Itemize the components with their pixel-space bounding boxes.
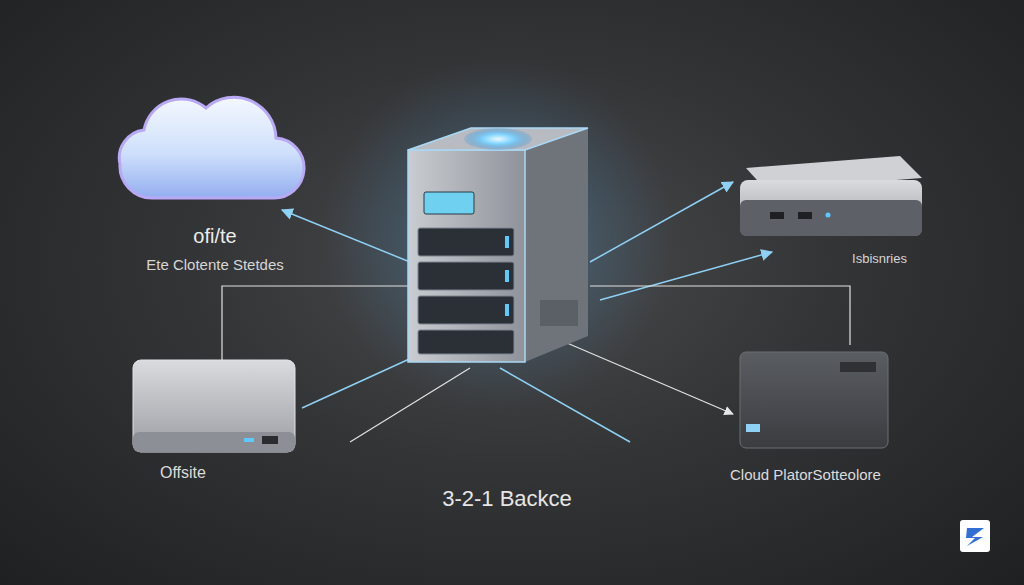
drive-edge [133,432,295,452]
device-node: Offsite [125,350,305,484]
device-body [740,180,922,236]
port [746,424,760,432]
port [262,436,278,444]
vent-grille [540,300,578,326]
link-line [222,286,415,360]
vent-grille [840,362,876,372]
server-side [525,128,588,362]
link-line [350,368,470,442]
logo-mark [966,528,984,546]
node-label: Offsite [160,463,301,484]
link-line [282,210,410,262]
server-glow [323,60,673,410]
server-top [408,128,588,150]
node-label: Isbisnries [739,251,907,268]
server-light [464,128,532,150]
node-label: ofi/te [114,223,316,249]
device-node: Cloud PlatorSotteolore [725,345,915,485]
status-led [505,304,509,316]
external-drive [740,352,888,448]
status-led [505,270,509,282]
link-line [600,252,772,300]
node-sublabel: Ete Clotente Stetdes [114,255,316,275]
drive-bay [418,330,514,354]
cloud-icon [119,97,304,198]
status-led [826,213,831,218]
link-line [590,286,850,345]
device-node: ofi/teEte Clotente Stetdes [110,80,320,275]
status-led [244,438,254,442]
server-display [424,192,474,214]
device-front [740,200,922,236]
logo-badge [960,520,990,552]
drive-bay [418,228,514,256]
node-label: Cloud PlatorSotteolore [730,465,911,485]
port [770,212,784,219]
drive-body [740,352,888,448]
drive-bay [418,296,514,324]
drive-body [133,360,295,452]
status-led [505,236,509,248]
logo [960,520,990,552]
server-front [408,150,525,362]
server-icon [408,128,588,362]
backup-device [740,156,922,236]
diagram-caption: 3-2-1 Backce [442,486,572,512]
drive-bay [418,262,514,290]
port [798,212,812,219]
external-drive [133,360,295,452]
link-line [500,368,630,442]
link-line [560,340,733,414]
link-line [590,182,733,262]
device-node: Isbisnries [735,145,925,268]
